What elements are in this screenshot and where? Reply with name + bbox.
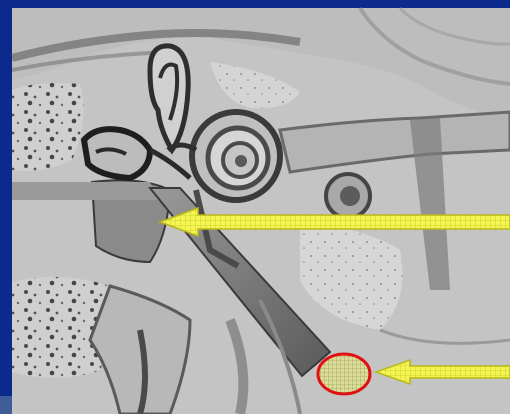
- temporal-bone-region: [12, 83, 84, 171]
- highlight-ellipse: [318, 354, 370, 394]
- slide-corner: [0, 396, 14, 414]
